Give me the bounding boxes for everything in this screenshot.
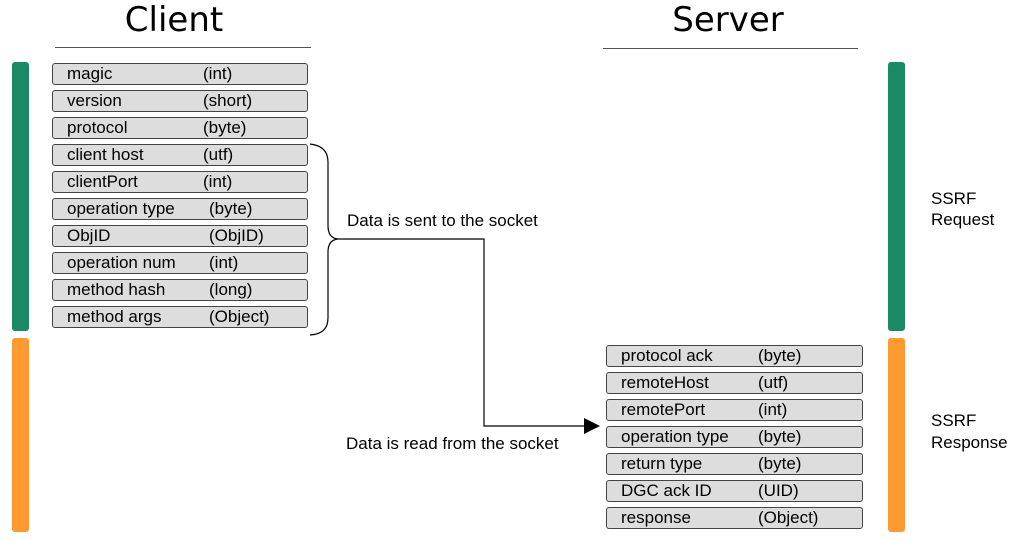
field-name: DGC ack ID: [621, 481, 712, 500]
field-name: operation type: [67, 199, 175, 218]
server-field: protocol ack (byte): [606, 345, 863, 367]
field-type: (int): [203, 64, 233, 83]
field-name: client host: [67, 145, 144, 164]
flow-line: [338, 238, 586, 427]
field-name: operation type: [621, 427, 729, 446]
client-request-bar: [12, 62, 29, 331]
field-type: (byte): [203, 118, 247, 137]
field-type: (int): [209, 253, 239, 272]
server-field: DGC ack ID (UID): [606, 480, 863, 502]
field-name: response: [621, 508, 691, 527]
client-heading: Client: [124, 0, 224, 40]
client-response-bar: [12, 338, 29, 532]
server-field: remoteHost (utf): [606, 372, 863, 394]
client-field: version (short): [52, 90, 308, 112]
client-field: client host (utf): [52, 144, 308, 166]
field-name: magic: [67, 64, 113, 83]
field-type: (long): [209, 280, 253, 299]
ssrf-request-label-line2: Request: [931, 210, 995, 229]
field-name: ObjID: [67, 226, 111, 245]
client-field-list: magic (int) version (short) protocol (byte) cl…: [52, 63, 308, 333]
ssrf-response-label-line2: Response: [931, 433, 1008, 452]
server-heading-rule: [603, 48, 858, 49]
field-name: return type: [621, 454, 703, 473]
data-read-label: Data is read from the socket: [346, 434, 559, 453]
client-field: clientPort (int): [52, 171, 308, 193]
field-type: (ObjID): [209, 226, 264, 245]
client-field: method hash (long): [52, 279, 308, 301]
field-type: (byte): [758, 427, 802, 446]
field-type: (UID): [758, 481, 799, 500]
client-field: magic (int): [52, 63, 308, 85]
client-field: method args (Object): [52, 306, 308, 328]
server-heading: Server: [672, 0, 784, 40]
field-name: remotePort: [621, 400, 706, 419]
client-field: protocol (byte): [52, 117, 308, 139]
client-heading-rule: [55, 47, 311, 48]
client-field-brace: [309, 143, 339, 336]
field-name: protocol: [67, 118, 128, 137]
field-type: (byte): [209, 199, 253, 218]
field-type: (utf): [203, 145, 234, 164]
flow-arrowhead: [584, 418, 600, 434]
field-type: (short): [203, 91, 253, 110]
field-name: version: [67, 91, 122, 110]
field-name: method args: [67, 307, 162, 326]
field-type: (int): [758, 400, 788, 419]
field-name: protocol ack: [621, 346, 713, 365]
server-field: remotePort (int): [606, 399, 863, 421]
server-response-bar: [888, 338, 905, 532]
field-type: (Object): [209, 307, 270, 326]
field-type: (Object): [758, 508, 819, 527]
field-name: operation num: [67, 253, 176, 272]
field-name: method hash: [67, 280, 166, 299]
server-field: response (Object): [606, 507, 863, 529]
data-sent-label: Data is sent to the socket: [347, 211, 538, 230]
server-field: return type (byte): [606, 453, 863, 475]
server-field: operation type (byte): [606, 426, 863, 448]
client-field: ObjID (ObjID): [52, 225, 308, 247]
field-name: clientPort: [67, 172, 138, 191]
client-field: operation num (int): [52, 252, 308, 274]
field-type: (byte): [758, 454, 802, 473]
field-name: remoteHost: [621, 373, 709, 392]
ssrf-response-label-line1: SSRF: [931, 411, 977, 430]
field-type: (int): [203, 172, 233, 191]
client-field: operation type (byte): [52, 198, 308, 220]
ssrf-request-label-line1: SSRF: [931, 189, 977, 208]
field-type: (utf): [758, 373, 789, 392]
server-field-list: protocol ack (byte) remoteHost (utf) remoteP…: [606, 345, 863, 534]
field-type: (byte): [758, 346, 802, 365]
server-request-bar: [888, 62, 905, 331]
